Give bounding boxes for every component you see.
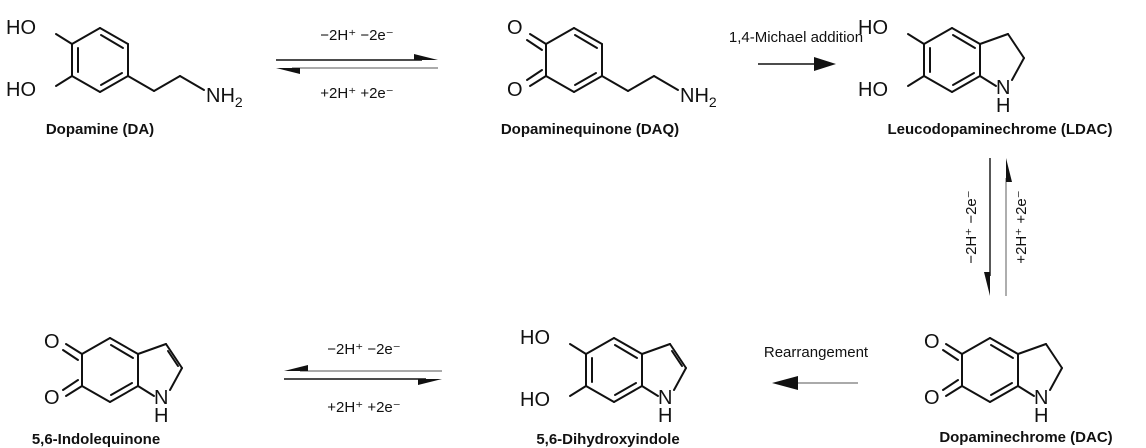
dopaminequinone-name: Dopaminequinone (DAQ) [501,121,679,138]
dihydroxyindole-structure: HO HO N H 5,6-Dihydroxyindole [520,327,687,448]
dopaminechrome-bonds [942,337,1063,403]
dopamine-name: Dopamine (DA) [46,121,154,138]
leucodopaminechrome-bonds [907,27,1025,93]
dihydroxyindole-nh-hydrogen: H [658,405,672,427]
dihydroxyindole-hydroxyl-1: HO [520,327,550,349]
ldac-dac-forward-label: −2H⁺ −2e⁻ [963,190,980,263]
ldac-dac-reverse-label: +2H⁺ +2e⁻ [1013,190,1030,263]
leucodopaminechrome-name: Leucodopaminechrome (LDAC) [887,121,1112,138]
michael-addition-label: 1,4-Michael addition [729,29,863,46]
dopaminechrome-nh-hydrogen: H [1034,405,1048,427]
michael-addition-arrow-group: 1,4-Michael addition [729,29,863,71]
dopaminequinone-structure: O O NH2 Dopaminequinone (DAQ) [501,17,717,138]
ldac-dac-forward-arrowhead [984,272,990,296]
da-daq-forward-arrowhead [414,54,438,60]
dhi-iq-reverse-arrowhead [418,379,442,385]
da-daq-equilibrium-arrows: −2H⁺ −2e⁻ +2H⁺ +2e⁻ [276,27,438,102]
leucodopaminechrome-nh-hydrogen: H [996,95,1010,117]
dopamine-bonds [55,27,205,93]
ldac-dac-equilibrium-arrows: −2H⁺ −2e⁻ +2H⁺ +2e⁻ [963,158,1030,296]
dhi-iq-reverse-label: +2H⁺ +2e⁻ [327,399,400,416]
leucodopaminechrome-hydroxyl-1: HO [858,17,888,39]
rearrangement-arrow-group: Rearrangement [764,344,869,390]
dopamine-amine: NH2 [206,85,243,110]
dopaminequinone-bonds [526,27,679,93]
dhi-iq-equilibrium-arrows: −2H⁺ −2e⁻ +2H⁺ +2e⁻ [284,341,442,416]
leucodopaminechrome-structure: HO HO N H Leucodopaminechrome (LDAC) [858,17,1113,138]
ldac-dac-reverse-arrowhead [1006,158,1012,182]
da-daq-reverse-arrowhead [276,68,300,74]
indolequinone-nh-hydrogen: H [154,405,168,427]
dhi-iq-forward-label: −2H⁺ −2e⁻ [327,341,400,358]
dopaminechrome-structure: O O N H Dopaminechrome (DAC) [924,331,1113,446]
dopaminechrome-name: Dopaminechrome (DAC) [939,429,1112,446]
indolequinone-nitrogen: N [154,387,168,409]
rearrangement-label: Rearrangement [764,344,869,361]
dihydroxyindole-nitrogen: N [658,387,672,409]
indolequinone-name: 5,6-Indolequinone [32,431,160,448]
leucodopaminechrome-hydroxyl-2: HO [858,79,888,101]
dihydroxyindole-bonds [569,337,687,403]
dopaminequinone-amine: NH2 [680,85,717,110]
michael-addition-arrowhead [814,57,836,71]
dopaminechrome-nitrogen: N [1034,387,1048,409]
indolequinone-bonds [62,337,183,403]
dhi-iq-forward-arrowhead [284,365,308,371]
indolequinone-oxygen-2: O [44,387,60,409]
dopaminequinone-oxygen-2: O [507,79,523,101]
dopaminequinone-oxygen-1: O [507,17,523,39]
rearrangement-arrowhead [772,376,798,390]
dihydroxyindole-hydroxyl-2: HO [520,389,550,411]
indolequinone-oxygen-1: O [44,331,60,353]
da-daq-forward-label: −2H⁺ −2e⁻ [320,27,393,44]
da-daq-reverse-label: +2H⁺ +2e⁻ [320,85,393,102]
dopamine-hydroxyl-2: HO [6,79,36,101]
dopamine-hydroxyl-1: HO [6,17,36,39]
dopamine-structure: HO HO NH2 Dopamine (DA) [6,17,243,138]
dopaminechrome-oxygen-2: O [924,387,940,409]
dopaminechrome-oxygen-1: O [924,331,940,353]
indolequinone-structure: O O N H 5,6-Indolequinone [32,331,183,448]
dihydroxyindole-name: 5,6-Dihydroxyindole [536,431,679,448]
leucodopaminechrome-nitrogen: N [996,77,1010,99]
